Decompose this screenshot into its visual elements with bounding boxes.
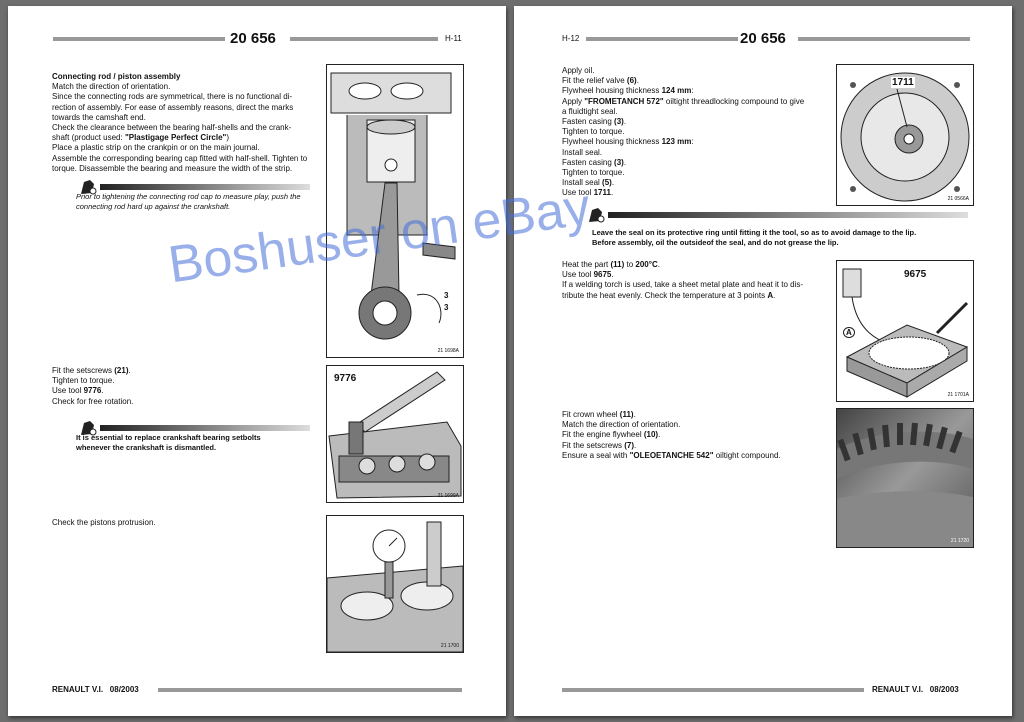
text-line: Tighten to torque. (52, 376, 115, 386)
note-text: Leave the seal on its protective ring un… (592, 228, 917, 247)
header-rule-left (586, 37, 738, 41)
text-line: towards the camshaft end. (52, 112, 146, 122)
tool-label: 1711 (891, 77, 915, 88)
text-line: Apply oil. (562, 66, 595, 75)
crankshaft-illustration (327, 366, 463, 502)
text-line: Use tool 9675. (562, 270, 614, 280)
figure-ref: 21 0566A (947, 196, 969, 202)
text-line: Use tool 9776. (52, 386, 104, 396)
text-line: tribute the heat evenly. Check the tempe… (562, 290, 776, 300)
text-line: torque. Disassemble the bearing and meas… (52, 163, 293, 173)
figure-ref: 21 1720 (950, 538, 969, 544)
text-line: Apply "FROMETANCH 572" oiltight threadlo… (562, 96, 805, 106)
page-number: H-11 (445, 34, 462, 43)
figure-ref: 21 1699A (437, 493, 459, 499)
point-label: A (843, 327, 855, 338)
warning-hand-icon (81, 180, 97, 195)
note-block-3: Leave the seal on its protective ring un… (584, 206, 974, 250)
section-crown-wheel: Fit crown wheel (11). Match the directio… (562, 410, 832, 461)
text-line: Check for free rotation. (52, 396, 134, 406)
figure-ref: 21 1701A (947, 392, 969, 398)
warning-hand-icon (81, 421, 97, 436)
text-line: Assemble the corresponding bearing cap f… (52, 153, 308, 163)
text-line: Fit crown wheel (11). (562, 410, 636, 419)
figure-label: 3 (443, 291, 450, 300)
text-line: Fit the setscrews (21). (52, 366, 131, 375)
text-line: Check the clearance between the bearing … (52, 123, 292, 133)
footer-rule (158, 688, 462, 692)
figure-seal-tool: 1711 21 0566A (836, 64, 974, 206)
text-line: Install seal (5). (562, 178, 615, 188)
text-line: Place a plastic strip on the crankpin or… (52, 143, 260, 153)
text-line: Fasten casing (3). (562, 157, 627, 167)
figure-ref: 21 1698A (437, 348, 459, 354)
tool-label: 9776 (333, 373, 358, 384)
text-line: Tighten to torque. (562, 127, 625, 137)
section-connecting-rod: Connecting rod / piston assembly Match t… (52, 72, 314, 174)
figure-label: 3 (443, 303, 450, 312)
section-piston-protrusion: Check the pistons protrusion. (52, 518, 312, 528)
text-line: Fit the engine flywheel (10). (562, 430, 661, 440)
crown-wheel-photo (837, 409, 973, 547)
page-number: H-12 (562, 34, 580, 43)
text-line: Fit the relief valve (6). (562, 76, 639, 86)
text-line: Check the pistons protrusion. (52, 518, 156, 527)
manual-page-right: H-12 20 656 Apply oil. Fit the relief va… (514, 6, 1012, 716)
note-block-2: It is essential to replace crankshaft be… (76, 419, 316, 459)
text-line: Ensure a seal with "OLEOETANCHE 542" oil… (562, 450, 781, 460)
warning-hand-icon (589, 208, 605, 223)
tool-label: 9675 (903, 269, 928, 280)
figure-crown-wheel-photo: 21 1720 (836, 408, 974, 548)
footer-rule (562, 688, 864, 692)
piston-illustration (327, 65, 463, 357)
header-rule-right (290, 37, 438, 41)
section-heat-part: Heat the part (11) to 200°C. Use tool 96… (562, 260, 832, 301)
figure-heat-crown-wheel: 9675 A 21 1701A (836, 260, 974, 402)
footer-brand: RENAULT V.I. 08/2003 (52, 685, 139, 694)
figure-crankshaft-bearing: 9776 21 1699A (326, 365, 464, 503)
text-line: Use tool 1711. (562, 188, 614, 198)
text-line: Tighten to torque. (562, 168, 625, 178)
note-rule (100, 425, 310, 431)
text-line: Heat the part (11) to 200°C. (562, 260, 660, 269)
flywheel-housing-illustration (837, 65, 973, 205)
text-line: Match the direction of orientation. (562, 420, 681, 430)
figure-piston-protrusion: 21 1700 (326, 515, 464, 653)
text-line: a fluidtight seal. (562, 106, 618, 116)
note-text: Prior to tightening the connecting rod c… (76, 192, 301, 211)
text-line: Since the connecting rods are symmetrica… (52, 92, 293, 102)
text-line: Install seal. (562, 147, 603, 157)
text-line: If a welding torch is used, take a sheet… (562, 280, 804, 290)
section-title: Connecting rod / piston assembly (52, 72, 181, 81)
text-line: Flywheel housing thickness 124 mm: (562, 86, 694, 96)
text-line: Flywheel housing thickness 123 mm: (562, 137, 694, 147)
text-line: Match the direction of orientation. (52, 82, 171, 92)
doc-number: 20 656 (740, 30, 786, 47)
doc-number: 20 656 (230, 30, 276, 47)
note-rule (608, 212, 968, 218)
footer-brand: RENAULT V.I. 08/2003 (872, 685, 959, 694)
heating-illustration (837, 261, 973, 401)
text-line: rection of assembly. For ease of assembl… (52, 102, 294, 112)
dial-gauge-illustration (327, 516, 463, 652)
header-rule-left (53, 37, 225, 41)
section-setscrews: Fit the setscrews (21). Tighten to torqu… (52, 366, 312, 407)
header-rule-right (798, 37, 970, 41)
figure-piston-assembly: 3 3 21 1698A (326, 64, 464, 358)
note-block-1: Prior to tightening the connecting rod c… (76, 178, 316, 218)
text-line: Fit the setscrews (7). (562, 440, 637, 450)
text-line: Fasten casing (3). (562, 117, 627, 127)
manual-page-left: 20 656 H-11 Connecting rod / piston asse… (8, 6, 506, 716)
figure-ref: 21 1700 (440, 643, 459, 649)
note-text: It is essential to replace crankshaft be… (76, 433, 261, 452)
note-rule (100, 184, 310, 190)
text-line: shaft (product used: "Plastigage Perfect… (52, 133, 230, 143)
section-seal-install: Apply oil. Fit the relief valve (6). Fly… (562, 66, 832, 199)
